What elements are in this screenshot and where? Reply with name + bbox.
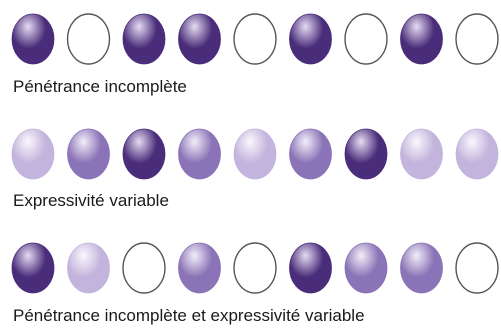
egg-row-variable-expressivity (11, 128, 499, 180)
egg-empty (455, 13, 499, 65)
egg-light (455, 128, 499, 180)
egg-medium (344, 242, 388, 294)
row-label-incomplete-penetrance: Pénétrance incomplète (13, 77, 187, 96)
egg-light (400, 128, 443, 180)
egg-dark (178, 13, 221, 65)
egg-dark (11, 13, 55, 65)
egg-dark (11, 242, 55, 294)
egg-light (67, 242, 110, 294)
egg-dark (344, 128, 388, 180)
egg-light (233, 128, 277, 180)
egg-row-penetrance-and-expressivity (11, 242, 499, 294)
egg-dark (289, 13, 332, 65)
egg-dark (400, 13, 443, 65)
egg-empty (122, 242, 166, 294)
egg-empty (233, 13, 277, 65)
row-label-penetrance-and-expressivity: Pénétrance incomplète et expressivité va… (13, 306, 365, 325)
egg-medium (289, 128, 332, 180)
egg-medium (178, 128, 221, 180)
egg-medium (67, 128, 110, 180)
egg-empty (344, 13, 388, 65)
egg-dark (122, 128, 166, 180)
egg-light (11, 128, 55, 180)
egg-medium (178, 242, 221, 294)
egg-dark (122, 13, 166, 65)
egg-medium (400, 242, 443, 294)
egg-empty (455, 242, 499, 294)
egg-row-incomplete-penetrance (11, 13, 499, 65)
row-label-variable-expressivity: Expressivité variable (13, 191, 169, 210)
egg-empty (233, 242, 277, 294)
egg-dark (289, 242, 332, 294)
egg-empty (66, 13, 111, 65)
